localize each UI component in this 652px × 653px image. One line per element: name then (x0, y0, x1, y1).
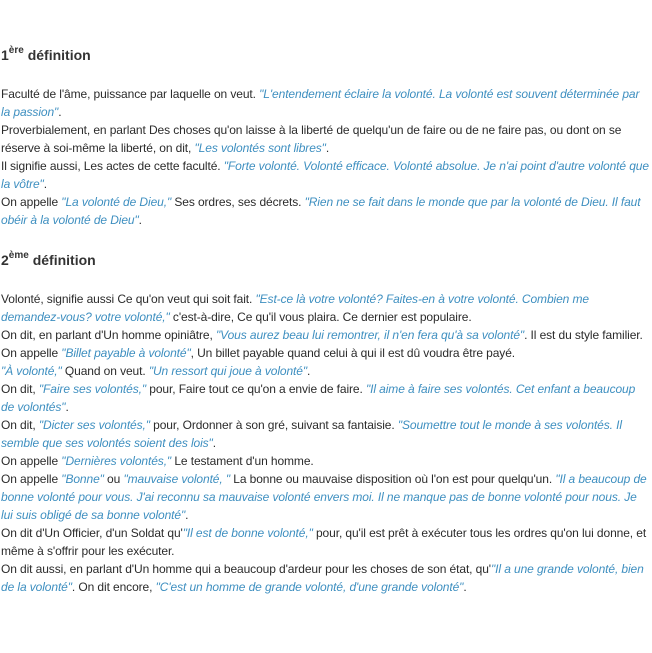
definition-text: . Il est du style familier. (524, 328, 643, 342)
definition-line: On appelle "Billet payable à volonté", U… (1, 344, 651, 362)
example-quote: "La volonté de Dieu," (61, 195, 172, 209)
example-quote: "Soumettre tout le monde à ses volontés.… (1, 418, 622, 450)
example-quote: "Dicter ses volontés," (38, 418, 150, 432)
example-quote: "Il a une grande volonté, bien de la vol… (1, 562, 644, 594)
definition-text: Quand on veut. (61, 364, 149, 378)
definition-text: On appelle (1, 454, 62, 468)
definition-text: On dit d'Un Officier, d'un Soldat qu' (1, 526, 183, 540)
definition-ordinal-suffix: ème (8, 250, 29, 261)
definition-text: Le testament d'un homme. (171, 454, 314, 468)
definition-body: Volonté, signifie aussi Ce qu'on veut qu… (1, 290, 651, 596)
example-quote: "Vous aurez beau lui remontrer, il n'en … (215, 328, 525, 342)
definition-text: On dit, (1, 382, 39, 396)
definition-text: pour, Ordonner à son gré, suivant sa fan… (149, 418, 398, 432)
definition-text: c'est-à-dire, Ce qu'il vous plaira. Ce d… (169, 310, 472, 324)
example-quote: "Il a beaucoup de bonne volonté pour vou… (1, 472, 647, 522)
definition-text: . (138, 213, 142, 227)
definition-text: . (307, 364, 311, 378)
definition-word: définition (27, 47, 91, 63)
definition-text: . (212, 436, 216, 450)
definition-text: pour, Faire tout ce qu'on a envie de fai… (146, 382, 366, 396)
example-quote: "Il est de bonne volonté," (182, 526, 313, 540)
definition-text: . (185, 508, 189, 522)
definition-line: Proverbialement, en parlant Des choses q… (1, 121, 651, 157)
definition-line: On dit, en parlant d'Un homme opiniâtre,… (1, 326, 651, 344)
definition-text: . (65, 400, 69, 414)
example-quote: "Est-ce là votre volonté? Faites-en à vo… (1, 292, 589, 324)
definition-word: définition (32, 252, 96, 268)
definition-text: pour, qu'il est prêt à exécuter tous les… (1, 526, 647, 558)
definition-text: Proverbialement, en parlant Des choses q… (1, 123, 622, 155)
example-quote: "Dernières volontés," (61, 454, 172, 468)
definition-text: ou (103, 472, 124, 486)
definition-text: On appelle (1, 472, 62, 486)
definition-line: On appelle "La volonté de Dieu," Ses ord… (1, 193, 651, 229)
definition-text: Ses ordres, ses décrets. (171, 195, 305, 209)
definition-text: On dit aussi, en parlant d'Un homme qui … (1, 562, 491, 576)
definition-line: On dit, "Dicter ses volontés," pour, Ord… (1, 416, 651, 452)
definition-line: "À volonté," Quand on veut. "Un ressort … (1, 362, 651, 380)
example-quote: "Il aime à faire ses volontés. Cet enfan… (1, 382, 636, 414)
definition-text: , Un billet payable quand celui à qui il… (190, 346, 516, 360)
example-quote: "Forte volonté. Volonté efficace. Volont… (1, 159, 649, 191)
definition-line: Il signifie aussi, Les actes de cette fa… (1, 157, 651, 193)
definition-heading: 1ère définition (1, 45, 651, 64)
definition-text: Il signifie aussi, Les actes de cette fa… (1, 159, 224, 173)
definition-body: Faculté de l'âme, puissance par laquelle… (1, 85, 651, 229)
definition-heading: 2ème définition (1, 250, 651, 269)
definition-line: On dit, "Faire ses volontés," pour, Fair… (1, 380, 651, 416)
example-quote: "Billet payable à volonté" (61, 346, 191, 360)
definition-text: . (325, 141, 330, 155)
definition-line: On appelle "Bonne" ou "mauvaise volonté,… (1, 470, 651, 524)
definition-text: On appelle (1, 195, 62, 209)
definition-page: 1ère définition Faculté de l'âme, puissa… (1, 0, 651, 596)
example-quote: "Rien ne se fait dans le monde que par l… (1, 195, 641, 227)
definition-text: On dit, en parlant d'Un homme opiniâtre, (1, 328, 216, 342)
definition-ordinal-suffix: ère (8, 45, 24, 56)
definition-line: On appelle "Dernières volontés," Le test… (1, 452, 651, 470)
definition-text: On dit, (1, 418, 39, 432)
definition-text: . (58, 105, 62, 119)
definition-text: La bonne ou mauvaise disposition où l'on… (230, 472, 556, 486)
example-quote: "À volonté," (1, 364, 62, 378)
example-quote: "Faire ses volontés," (38, 382, 147, 396)
definition-line: Volonté, signifie aussi Ce qu'on veut qu… (1, 290, 651, 326)
example-quote: "Un ressort qui joue à volonté" (148, 364, 308, 378)
example-quote: "C'est un homme de grande volonté, d'une… (155, 580, 464, 594)
definition-text: . On dit encore, (71, 580, 156, 594)
definition-line: Faculté de l'âme, puissance par laquelle… (1, 85, 651, 121)
definition-line: On dit aussi, en parlant d'Un homme qui … (1, 560, 651, 596)
definition-text: On appelle (1, 346, 62, 360)
definition-text: Volonté, signifie aussi Ce qu'on veut qu… (1, 292, 256, 306)
example-quote: "L'entendement éclaire la volonté. La vo… (1, 87, 640, 119)
example-quote: "mauvaise volonté, " (123, 472, 231, 486)
definition-text: . (43, 177, 47, 191)
definition-number: 1 (1, 47, 9, 63)
definition-number: 2 (1, 252, 9, 268)
definition-text: Faculté de l'âme, puissance par laquelle… (1, 87, 260, 101)
example-quote: "Les volontés sont libres" (194, 141, 326, 155)
definition-line: On dit d'Un Officier, d'un Soldat qu'"Il… (1, 524, 651, 560)
example-quote: "Bonne" (61, 472, 104, 486)
definition-text: . (463, 580, 467, 594)
